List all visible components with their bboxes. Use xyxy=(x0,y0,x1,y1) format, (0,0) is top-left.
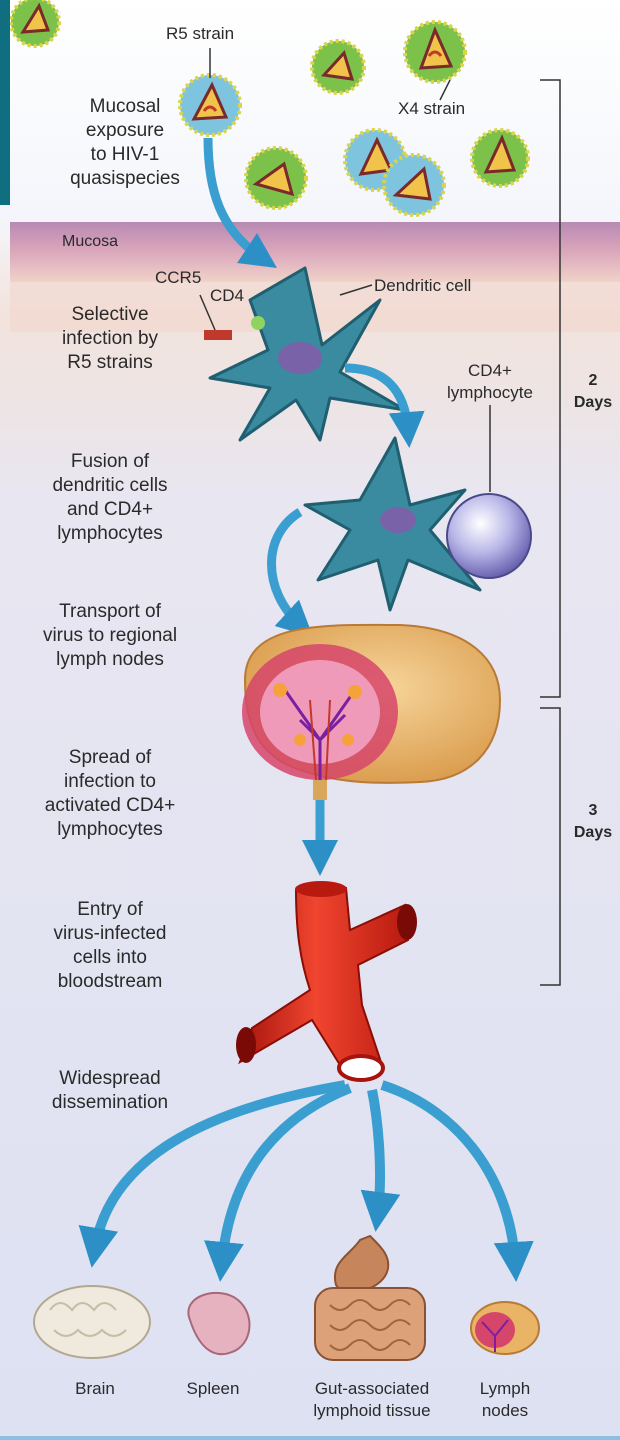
step-mucosal-exposure: Mucosal exposure to HIV-1 quasispecies xyxy=(40,95,210,191)
step-entry: Entry of virus-infected cells into blood… xyxy=(20,898,200,994)
label-cd4-lymphocyte: CD4+ lymphocyte xyxy=(430,360,550,404)
step-dissemination: Widespread dissemination xyxy=(20,1067,200,1115)
target-label-brain: Brain xyxy=(50,1378,140,1400)
label-dendritic-cell: Dendritic cell xyxy=(374,275,471,297)
target-label-spleen: Spleen xyxy=(168,1378,258,1400)
step-transport: Transport of virus to regional lymph nod… xyxy=(10,600,210,672)
lymph-node-small-icon xyxy=(471,1302,539,1354)
virus-particle-icon xyxy=(312,41,364,93)
virus-particle-icon xyxy=(11,0,59,46)
target-label-lymph-nodes: Lymph nodes xyxy=(462,1378,548,1422)
lymph-node-icon xyxy=(242,625,500,783)
label-r5-strain: R5 strain xyxy=(166,23,234,45)
virus-particle-icon xyxy=(384,155,444,215)
virus-particle-icon xyxy=(472,130,528,186)
target-label-galt: Gut-associated lymphoid tissue xyxy=(272,1378,472,1422)
label-ccr5: CCR5 xyxy=(155,267,201,289)
step-selective-infection: Selective infection by R5 strains xyxy=(30,303,190,375)
label-cd4: CD4 xyxy=(210,285,244,307)
bottom-border xyxy=(0,1436,620,1440)
timeline-label-2-days: 2 Days xyxy=(570,370,616,414)
brain-icon xyxy=(34,1286,150,1358)
timeline-label-3-days: 3 Days xyxy=(570,800,616,844)
step-fusion: Fusion of dendritic cells and CD4+ lymph… xyxy=(20,450,200,546)
label-x4-strain: X4 strain xyxy=(398,98,465,120)
x4-virus-icon xyxy=(405,22,465,82)
step-spread: Spread of infection to activated CD4+ ly… xyxy=(10,746,210,842)
label-mucosa: Mucosa xyxy=(62,231,118,253)
virus-particle-icon xyxy=(246,148,306,208)
accent-bar xyxy=(0,0,10,205)
